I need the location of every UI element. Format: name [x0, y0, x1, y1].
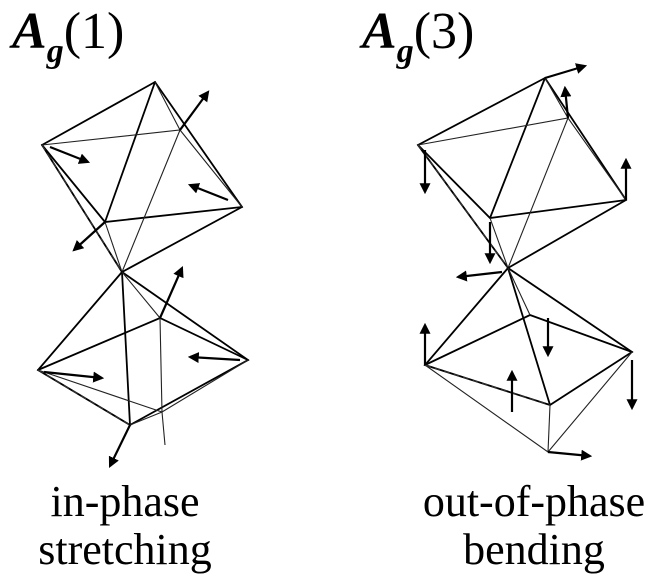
left-arrows: [43, 90, 241, 468]
arrow-icon: [49, 145, 91, 164]
caption-line: bending: [463, 525, 605, 574]
left-upper-octahedron: [40, 80, 244, 274]
panel-1-caption: in-phase stretching: [0, 478, 250, 574]
arrow-icon: [72, 221, 106, 252]
panel-1-title: Ag(1): [12, 3, 125, 70]
arrow-icon: [158, 265, 184, 319]
arrow-icon: [544, 63, 588, 80]
right-lower-octahedron: [423, 266, 634, 453]
panel-2-title: Ag(3): [362, 3, 475, 70]
arrow-icon: [455, 270, 503, 282]
arrow-icon: [547, 449, 593, 461]
caption-line: out-of-phase: [422, 477, 646, 526]
arrow-icon: [108, 424, 131, 468]
arrow-icon: [560, 85, 572, 119]
caption-line: stretching: [38, 525, 212, 574]
caption-line: in-phase: [50, 477, 200, 526]
right-arrows: [419, 63, 638, 461]
arrow-icon: [187, 352, 241, 364]
panel-2-caption: out-of-phase bending: [400, 478, 668, 574]
arrow-icon: [179, 90, 210, 131]
arrow-icon: [187, 183, 229, 202]
right-upper-octahedron: [416, 76, 628, 270]
arrow-icon: [43, 370, 105, 383]
